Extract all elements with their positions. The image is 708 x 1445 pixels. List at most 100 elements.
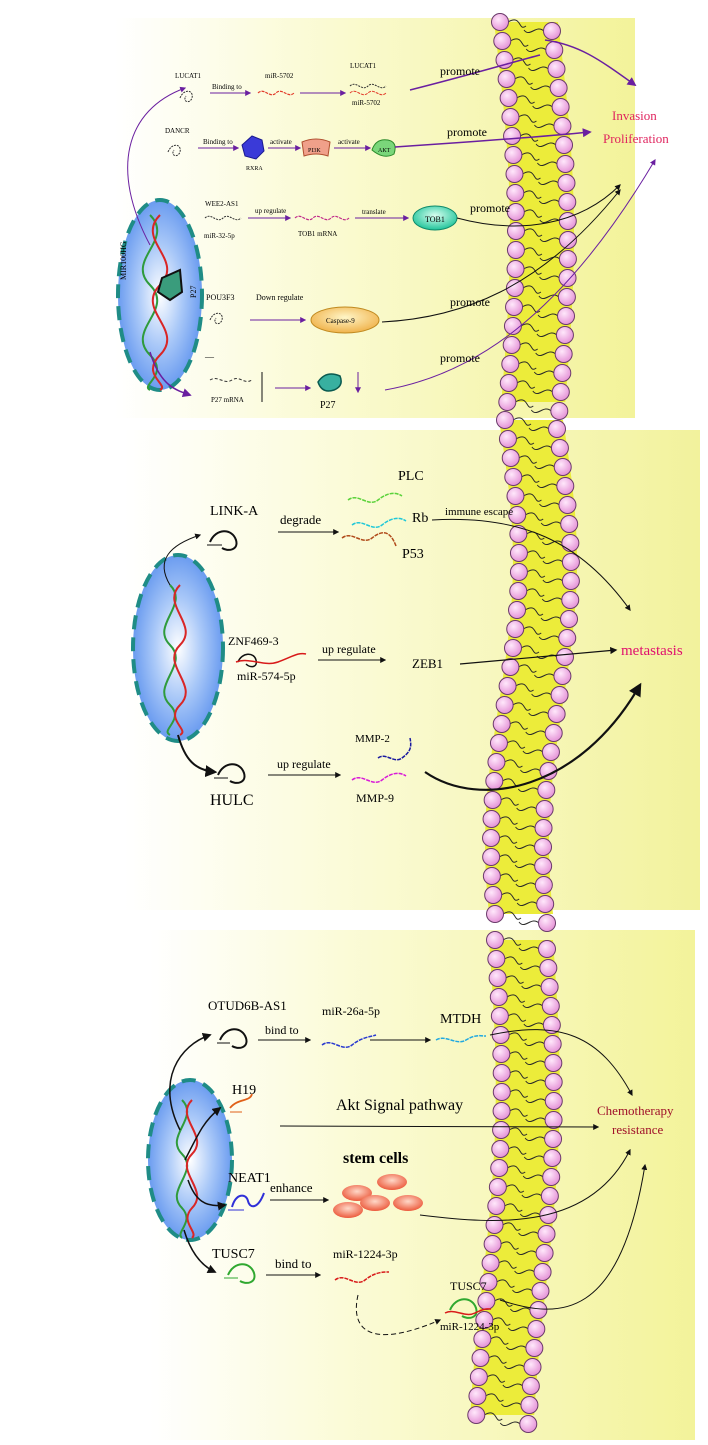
- lipid-head: [484, 792, 501, 809]
- lipid-head: [535, 858, 552, 875]
- bind-to-label-2: bind to: [275, 1256, 311, 1271]
- lipid-head: [505, 640, 522, 657]
- lipid-head: [557, 649, 574, 666]
- lipid-head: [543, 1169, 560, 1186]
- lipid-head: [544, 1150, 561, 1167]
- lipid-head: [502, 450, 519, 467]
- lipid-head: [522, 1378, 539, 1395]
- lipid-head: [487, 906, 504, 923]
- nucleus-gene-label: MIR100HG: [119, 241, 128, 280]
- lipid-head: [559, 497, 576, 514]
- nucleus-protein-label: P27: [189, 286, 198, 298]
- lipid-head: [499, 431, 516, 448]
- lipid-head: [538, 782, 555, 799]
- mir574-label: miR-574-5p: [237, 669, 296, 683]
- bind-to-label-1: bind to: [265, 1023, 299, 1037]
- lipid-head: [554, 459, 571, 476]
- lipid-head: [509, 602, 526, 619]
- lipid-head: [530, 1302, 547, 1319]
- znf-label: ZNF469-3: [228, 634, 279, 648]
- up-regulate-label-3: up regulate: [277, 757, 331, 771]
- caspase9-label: Caspase-9: [326, 317, 355, 325]
- immune-escape-label: immune escape: [445, 506, 513, 518]
- lipid-head: [541, 1188, 558, 1205]
- lipid-head: [493, 1122, 510, 1139]
- lipid-head: [478, 1293, 495, 1310]
- pi3k-label: PI3K: [308, 148, 321, 154]
- lipid-head: [507, 185, 524, 202]
- lipid-head: [554, 118, 571, 135]
- promote-label-3: promote: [470, 201, 510, 215]
- lipid-head: [539, 941, 556, 958]
- lipid-head: [488, 754, 505, 771]
- lipid-head: [500, 90, 517, 107]
- lipid-head: [559, 630, 576, 647]
- lipid-head: [493, 1065, 510, 1082]
- lipid-head: [539, 915, 556, 932]
- lipid-head: [554, 365, 571, 382]
- lucat1-complex-label: LUCAT1: [350, 62, 377, 70]
- lipid-head: [548, 61, 565, 78]
- lipid-head: [498, 71, 515, 88]
- tob1-mrna-label: TOB1 mRNA: [298, 230, 337, 238]
- lipid-head: [562, 535, 579, 552]
- lipid-head: [502, 659, 519, 676]
- lipid-head: [472, 1350, 489, 1367]
- lipid-head: [496, 697, 513, 714]
- lipid-head: [483, 868, 500, 885]
- metastasis-label: metastasis: [621, 643, 683, 659]
- lipid-head: [546, 42, 563, 59]
- neat1-label: NEAT1: [228, 1171, 271, 1186]
- lipid-head: [551, 403, 568, 420]
- plc-label: PLC: [398, 469, 424, 484]
- promote-label-2: promote: [447, 125, 487, 139]
- zeb1-label: ZEB1: [412, 656, 443, 671]
- proliferation-label: Proliferation: [603, 131, 669, 146]
- p27-mrna-label: P27 mRNA: [211, 396, 244, 404]
- lipid-head: [521, 1397, 538, 1414]
- linka-label: LINK-A: [210, 504, 259, 519]
- lipid-head: [556, 327, 573, 344]
- lipid-head: [551, 687, 568, 704]
- lipid-head: [493, 1103, 510, 1120]
- rxra-label: RXRA: [246, 166, 263, 172]
- mir32-label: miR-32-5p: [204, 232, 235, 240]
- lipid-head: [556, 137, 573, 154]
- mmp9-label: MMP-9: [356, 791, 394, 805]
- lipid-head: [483, 811, 500, 828]
- lipid-head: [503, 337, 520, 354]
- lipid-head: [542, 998, 559, 1015]
- lipid-head: [502, 356, 519, 373]
- lipid-head: [545, 1112, 562, 1129]
- lipid-head: [542, 744, 559, 761]
- lipid-head: [535, 839, 552, 856]
- lipid-head: [506, 280, 523, 297]
- lipid-head: [558, 175, 575, 192]
- lipid-head: [544, 23, 561, 40]
- lipid-head: [557, 478, 574, 495]
- lipid-head: [535, 877, 552, 894]
- lipid-head: [536, 801, 553, 818]
- lipid-head: [485, 887, 502, 904]
- lipid-head: [559, 194, 576, 211]
- lipid-head: [505, 147, 522, 164]
- lipid-head: [510, 526, 527, 543]
- lipid-head: [545, 1093, 562, 1110]
- lipid-head: [507, 621, 524, 638]
- lipid-head: [551, 440, 568, 457]
- lipid-head: [493, 716, 510, 733]
- p53-label: P53: [402, 547, 424, 562]
- lipid-head: [492, 1027, 509, 1044]
- lipid-head: [490, 989, 507, 1006]
- binding-to-label-1: Binding to: [212, 83, 242, 91]
- lipid-head: [545, 725, 562, 742]
- lipid-head: [557, 156, 574, 173]
- lipid-head: [559, 251, 576, 268]
- lipid-head: [548, 706, 565, 723]
- promote-label-1: promote: [440, 64, 480, 78]
- lipid-head: [489, 970, 506, 987]
- minus-sign: —: [204, 352, 215, 362]
- lipid-head: [508, 223, 525, 240]
- lipid-head: [491, 1008, 508, 1025]
